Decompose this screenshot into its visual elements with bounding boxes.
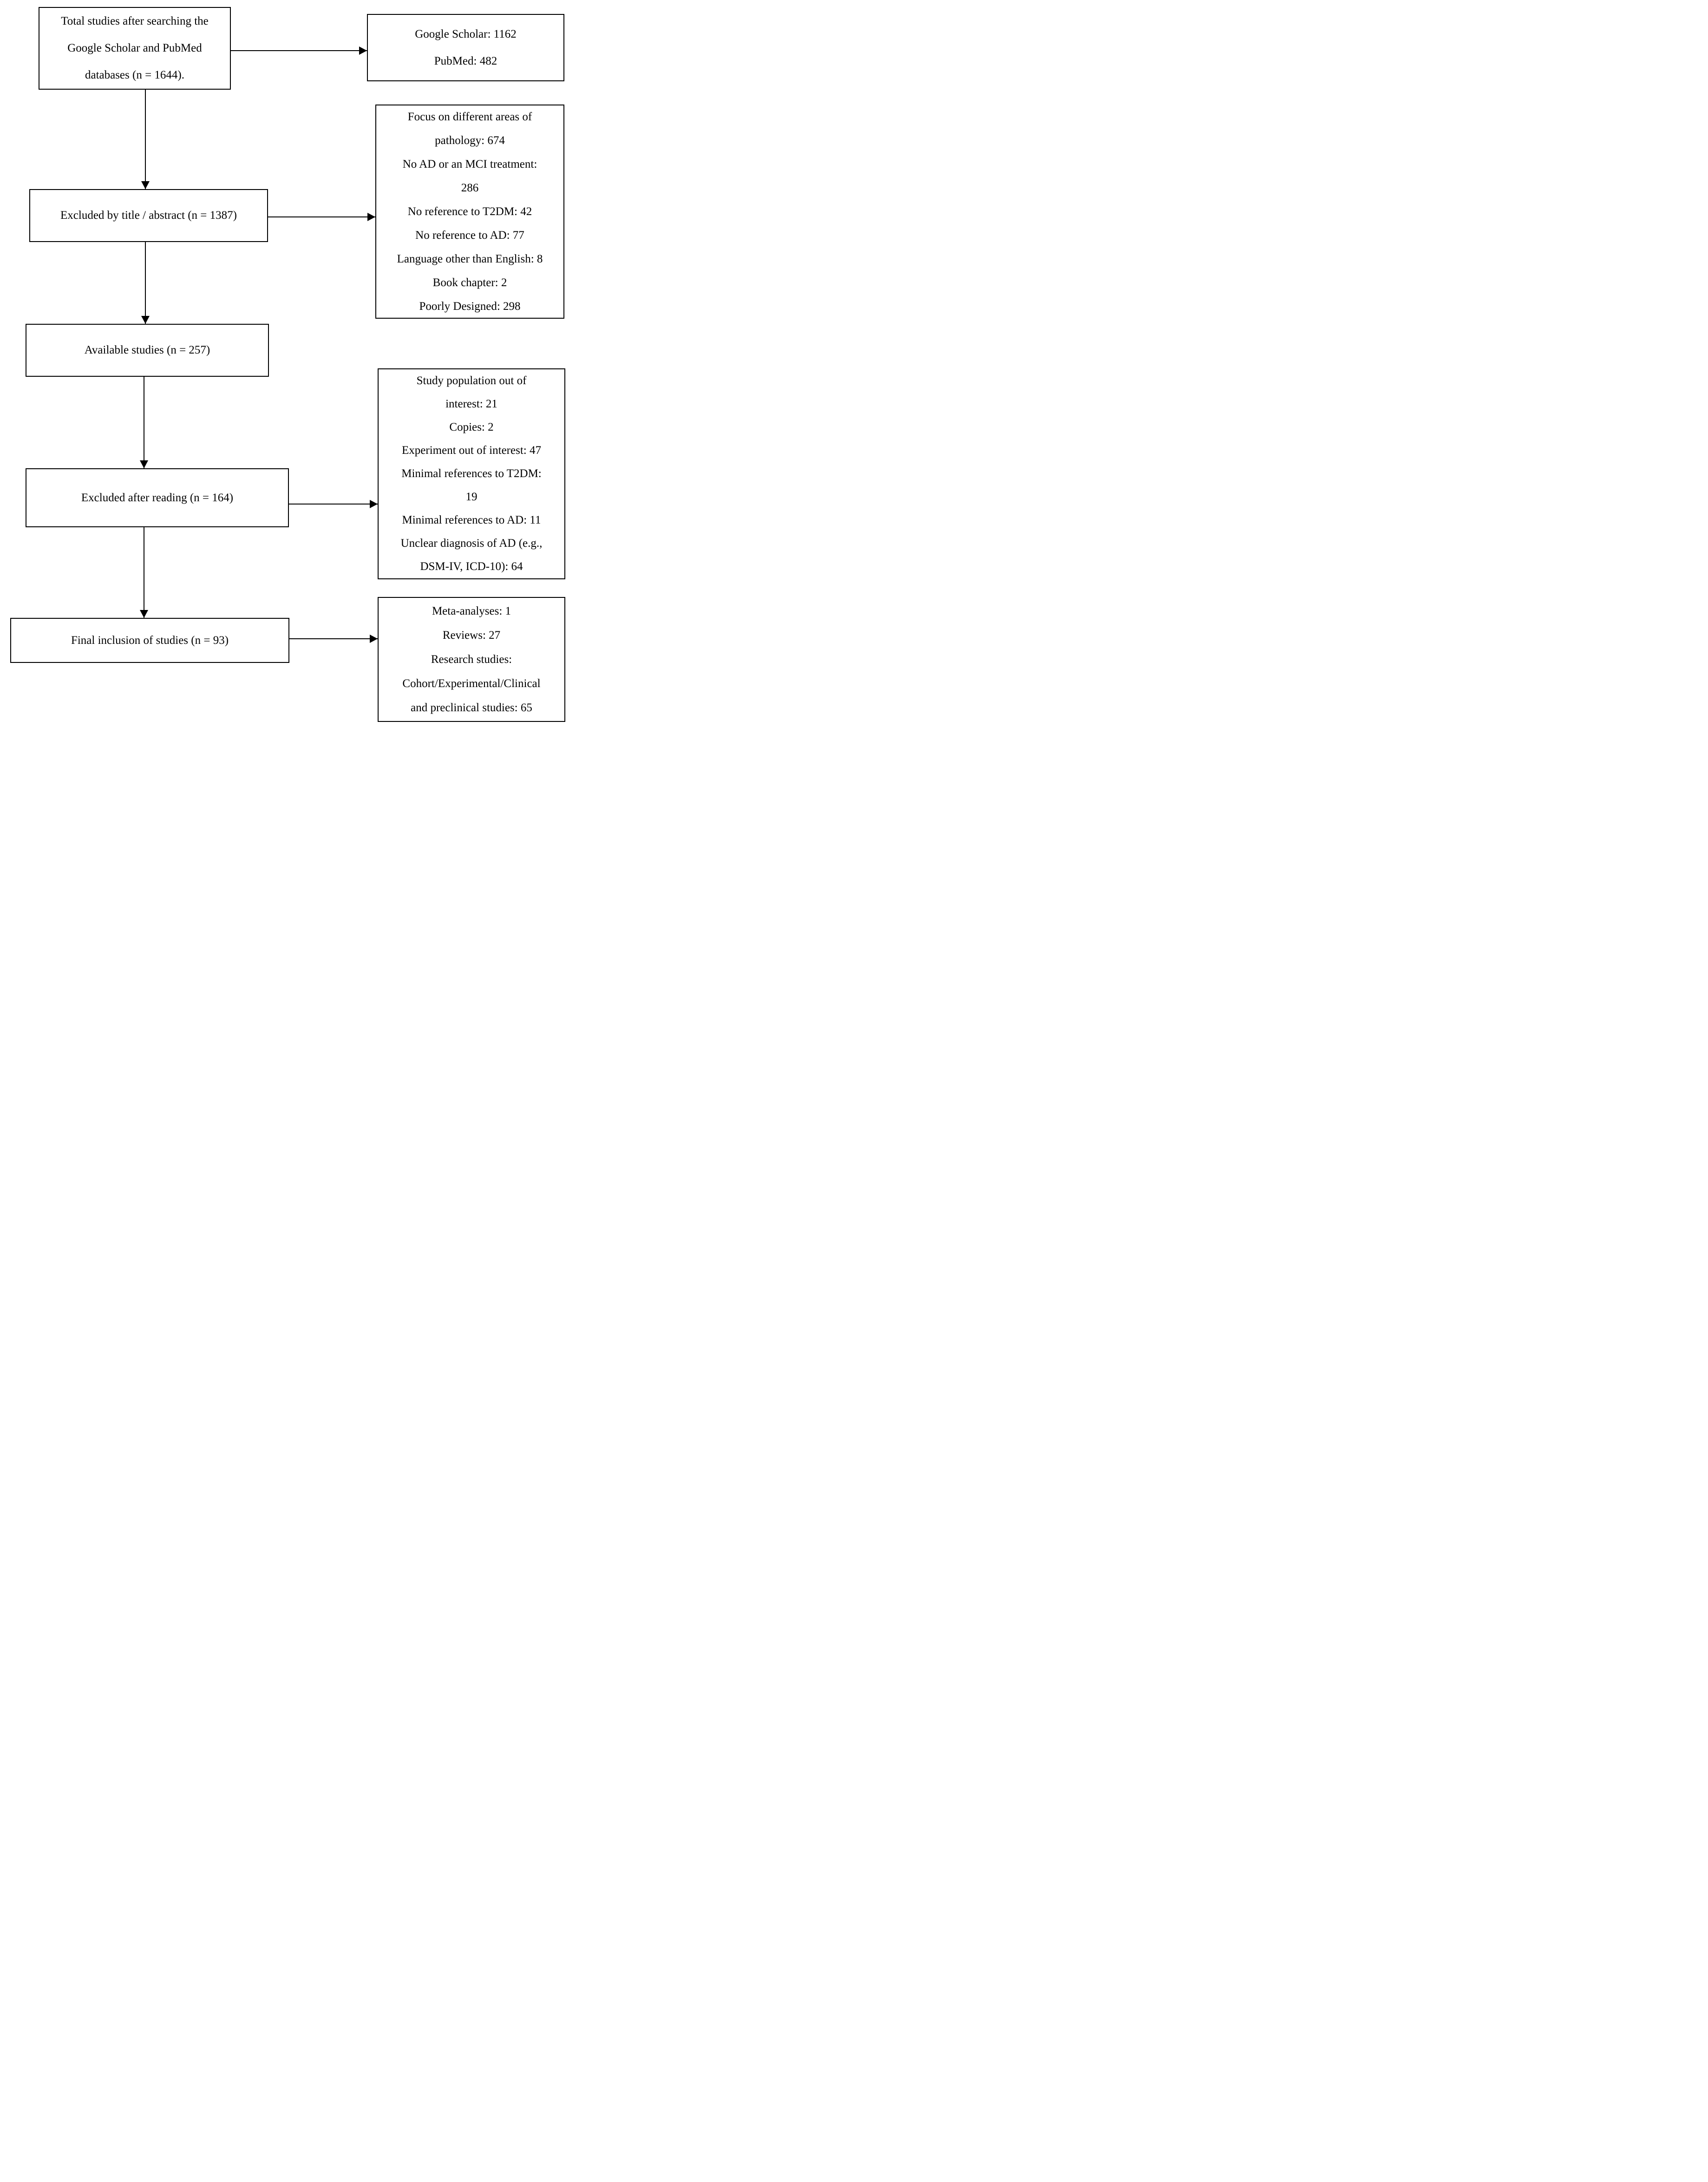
- box-excluded-title-abstract: Excluded by title / abstract (n = 1387): [29, 189, 268, 242]
- flow-arrows: [140, 46, 378, 643]
- box-final-inclusion-text: Final inclusion of studies (n = 93): [71, 634, 229, 647]
- box-available-studies-text: Available studies (n = 257): [84, 344, 210, 356]
- box-excluded-after-reading-text: Excluded after reading (n = 164): [81, 491, 234, 504]
- box-final-inclusion: Final inclusion of studies (n = 93): [10, 618, 289, 663]
- box-excluded-title-abstract-text: Excluded by title / abstract (n = 1387): [60, 209, 237, 222]
- box-excluded-after-reading: Excluded after reading (n = 164): [26, 468, 289, 527]
- box-available-studies: Available studies (n = 257): [26, 324, 269, 377]
